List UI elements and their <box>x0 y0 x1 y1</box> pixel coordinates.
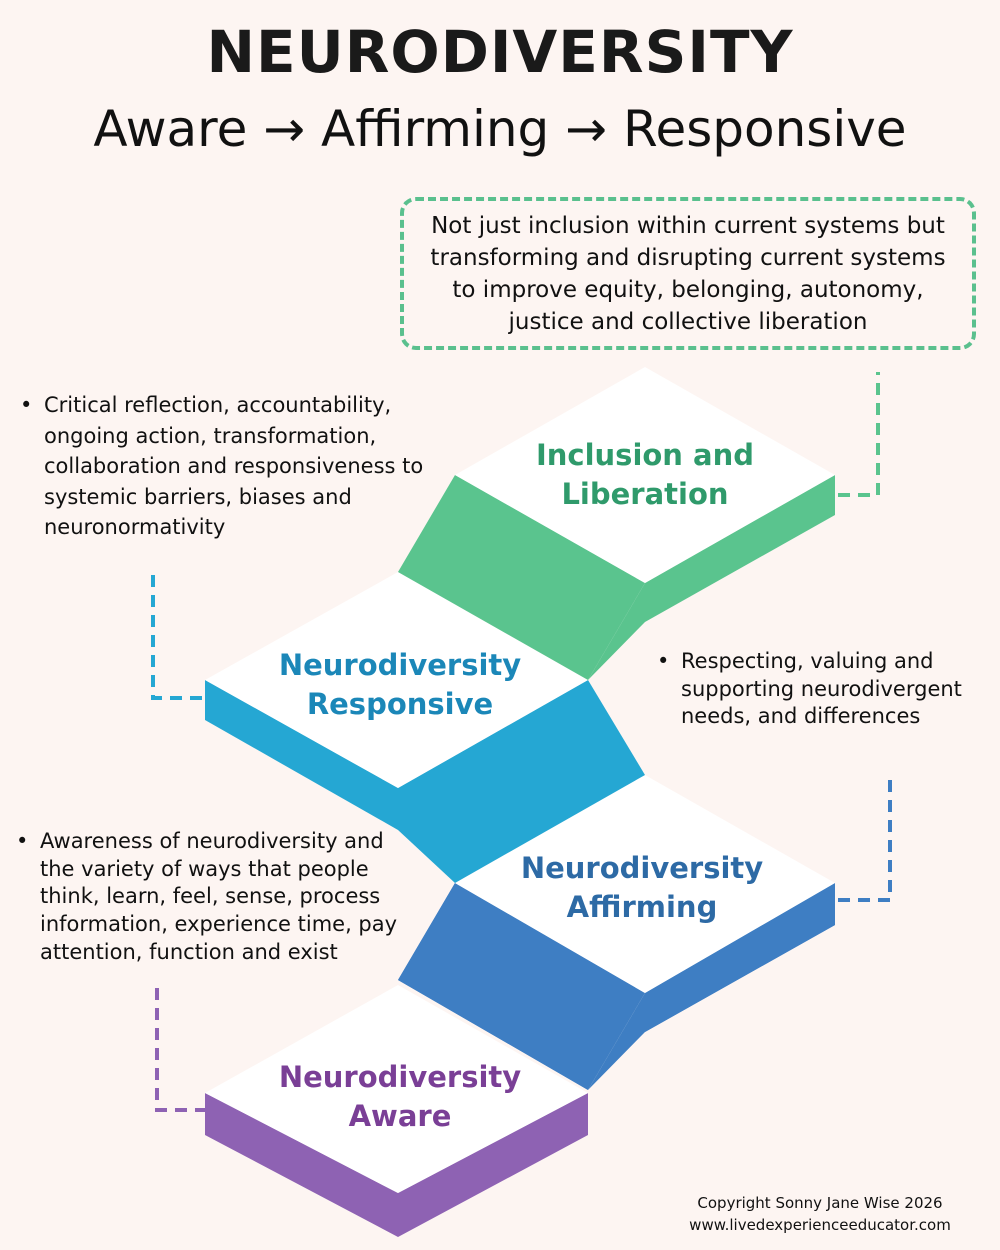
connector-responsive <box>151 575 205 700</box>
step-aware-side <box>205 1093 588 1237</box>
step-label-line: Neurodiversity <box>520 851 764 885</box>
step-liberation-top <box>455 367 835 583</box>
step-label-line: Responsive <box>306 687 494 721</box>
page-title: NEURODIVERSITY <box>206 18 794 86</box>
note-aware-item: Awareness of neurodiversity and the vari… <box>14 828 404 967</box>
step-responsive-side-2 <box>398 680 645 883</box>
step-label-line: Neurodiversity <box>278 1060 522 1094</box>
step-label-aware: Neurodiversity Aware <box>250 1058 550 1136</box>
connector-aware <box>155 988 205 1112</box>
step-label-line: Inclusion and <box>535 438 755 472</box>
note-affirming-item: Respecting, valuing and supporting neuro… <box>655 648 975 731</box>
connector-liberation <box>838 372 880 497</box>
note-affirming: Respecting, valuing and supporting neuro… <box>655 648 975 731</box>
step-liberation-side <box>398 475 645 680</box>
note-responsive: Critical reflection, accountability, ong… <box>18 390 438 543</box>
step-label-line: Affirming <box>566 890 718 924</box>
footer-copyright: Copyright Sonny Jane Wise 2026 www.lived… <box>660 1192 980 1236</box>
step-label-line: Aware <box>348 1099 452 1133</box>
step-affirming-top <box>455 775 835 993</box>
note-responsive-item: Critical reflection, accountability, ong… <box>18 390 438 543</box>
step-responsive-top <box>205 572 588 788</box>
copyright-text: Copyright Sonny Jane Wise 2026 <box>697 1194 943 1212</box>
step-liberation-side-3 <box>588 583 645 680</box>
callout-box: Not just inclusion within current system… <box>400 197 976 350</box>
step-aware-top <box>205 985 588 1193</box>
step-label-line: Liberation <box>561 477 729 511</box>
step-label-responsive: Neurodiversity Responsive <box>250 646 550 724</box>
website-text: www.livedexperienceeducator.com <box>689 1216 951 1234</box>
step-label-line: Neurodiversity <box>278 648 522 682</box>
step-label-affirming: Neurodiversity Affirming <box>492 849 792 927</box>
step-responsive-side <box>205 680 398 830</box>
step-label-liberation: Inclusion and Liberation <box>500 436 790 514</box>
connector-affirming <box>838 778 892 902</box>
page-subtitle: Aware → Affirming → Responsive <box>93 100 907 158</box>
step-affirming-side-2 <box>398 883 645 1090</box>
note-aware: Awareness of neurodiversity and the vari… <box>14 828 404 967</box>
step-affirming-side-3 <box>645 883 835 1032</box>
callout-text: Not just inclusion within current system… <box>430 212 946 335</box>
step-liberation-side-2 <box>645 475 835 622</box>
